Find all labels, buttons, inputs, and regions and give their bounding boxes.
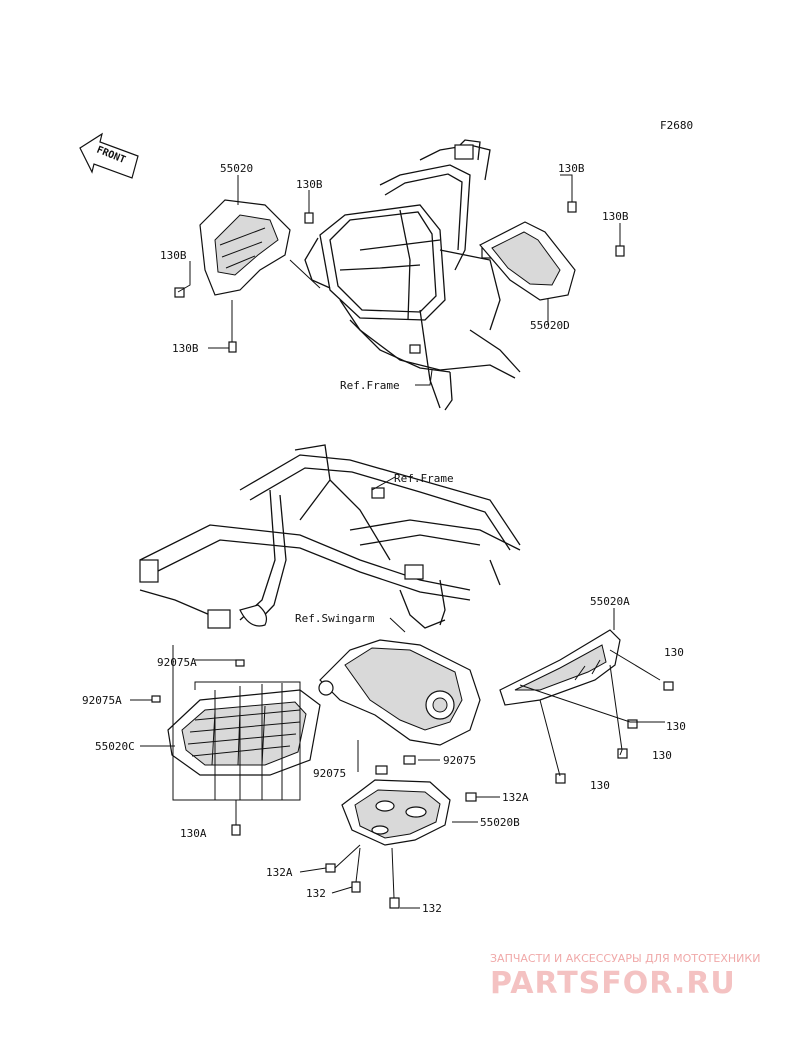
ref-frame-label: Ref.Frame [340, 379, 400, 392]
part-label-92075: 92075 [443, 754, 476, 767]
skid-plate-55020B [341, 779, 451, 846]
swingarm-drawing [318, 639, 481, 746]
lower-frame-drawing [139, 444, 521, 629]
watermark-brand: PARTSFOR.RU [490, 966, 736, 1001]
part-label-130: 130 [664, 646, 684, 659]
part-label-130B: 130B [558, 162, 585, 175]
part-label-130B: 130B [172, 342, 199, 355]
part-label-55020: 55020 [220, 162, 253, 175]
part-label-130B: 130B [296, 178, 323, 191]
part-label-130B: 130B [602, 210, 629, 223]
part-label-55020C: 55020C [95, 740, 135, 753]
part-label-132A: 132A [502, 791, 529, 804]
part-label-55020B: 55020B [480, 816, 520, 829]
leader-lines-top [177, 174, 621, 386]
part-label-130: 130 [590, 779, 610, 792]
ref-frame-label: Ref.Frame [394, 472, 454, 485]
skid-plate-55020C [167, 689, 321, 776]
part-label-92075A: 92075A [157, 656, 197, 669]
part-label-130A: 130A [180, 827, 207, 840]
watermark-tagline: ЗАПЧАСТИ И АКСЕССУАРЫ ДЛЯ МОТОТЕХНИКИ [490, 952, 760, 965]
part-label-132: 132 [422, 902, 442, 915]
ref-swingarm-label: Ref.Swingarm [295, 612, 375, 625]
front-guard-55020 [199, 199, 291, 296]
figure-id: F2680 [660, 119, 693, 132]
leader-lines-bottom [130, 476, 665, 909]
part-label-92075: 92075 [313, 767, 346, 780]
upper-frame-drawing [304, 139, 521, 411]
guard-55020D [479, 221, 576, 301]
part-label-130: 130 [652, 749, 672, 762]
part-label-92075A: 92075A [82, 694, 122, 707]
part-label-55020D: 55020D [530, 319, 570, 332]
part-label-130B: 130B [160, 249, 187, 262]
bolt-icon [231, 681, 674, 909]
front-arrow-icon: FRONT [79, 132, 139, 179]
part-label-55020A: 55020A [590, 595, 630, 608]
part-label-132: 132 [306, 887, 326, 900]
bolt-icon [174, 201, 625, 353]
part-label-130: 130 [666, 720, 686, 733]
guard-55020A [499, 629, 621, 706]
part-label-132A: 132A [266, 866, 293, 879]
